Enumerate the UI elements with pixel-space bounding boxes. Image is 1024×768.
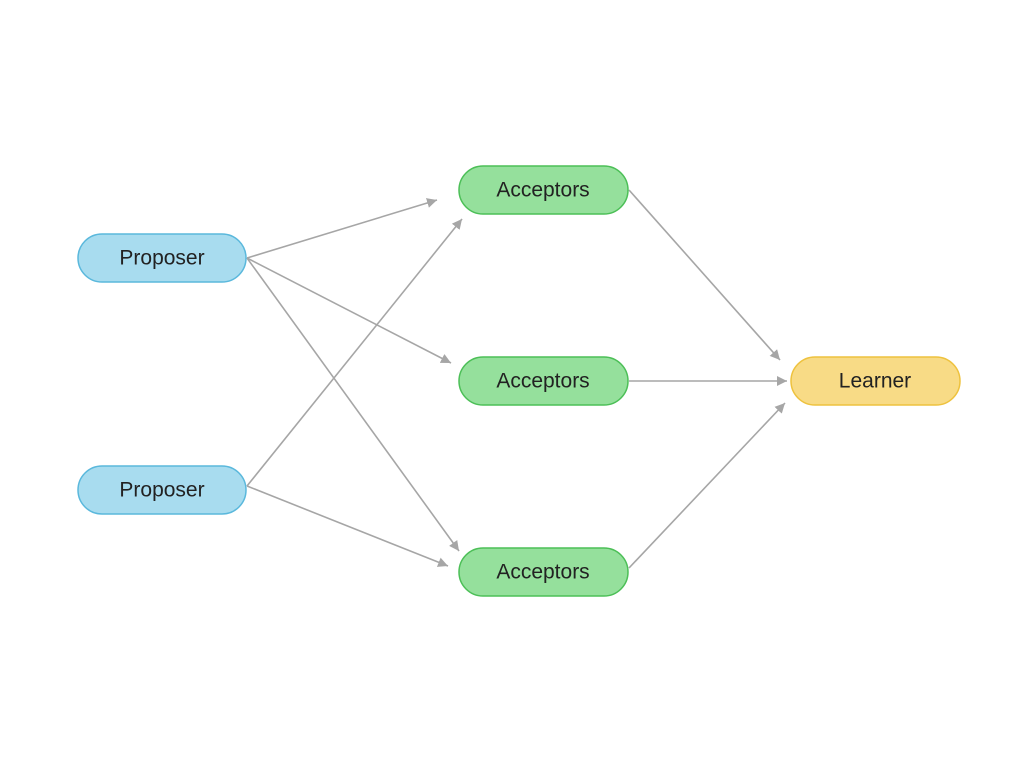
acceptors-node-label: Acceptors (496, 370, 589, 393)
acceptors-node-shape (458, 165, 629, 215)
proposer-node-label: Proposer (119, 247, 204, 270)
acceptors-node-label: Acceptors (496, 561, 589, 584)
acceptors-node-label: Acceptors (496, 179, 589, 202)
edge-acceptors-3-to-learner (628, 402, 786, 569)
proposer-node-label: Proposer (119, 479, 204, 502)
edge-proposer-1-to-acceptors-1 (246, 198, 438, 259)
edge-proposer-1-to-acceptors-2 (246, 257, 452, 364)
learner-node-shape (790, 356, 961, 406)
acceptors-node-shape (458, 547, 629, 597)
acceptors-node: Acceptors (458, 356, 629, 406)
edge-proposer-2-to-acceptors-1 (246, 218, 463, 487)
proposer-node-shape (77, 233, 247, 283)
edges (246, 189, 787, 569)
edge-proposer-2-to-acceptors-3 (246, 485, 449, 567)
learner-node: Learner (790, 356, 961, 406)
edge-acceptors-1-to-learner (628, 189, 781, 361)
acceptors-node: Acceptors (458, 547, 629, 597)
nodes: Proposer Proposer Acceptors Acceptors Ac… (77, 165, 961, 597)
acceptors-node: Acceptors (458, 165, 629, 215)
learner-node-label: Learner (839, 370, 911, 393)
proposer-node: Proposer (77, 233, 247, 283)
edge-proposer-1-to-acceptors-3 (246, 257, 460, 552)
proposer-node: Proposer (77, 465, 247, 515)
proposer-node-shape (77, 465, 247, 515)
acceptors-node-shape (458, 356, 629, 406)
